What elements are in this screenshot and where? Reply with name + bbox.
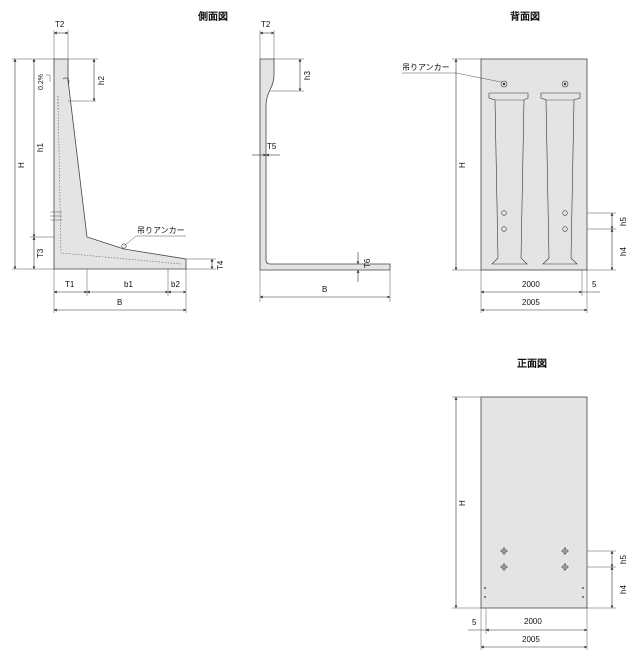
- side-view-title: 側面図: [197, 10, 228, 23]
- dim-T6: T6: [363, 258, 372, 268]
- back-view-body: [480, 58, 588, 271]
- dim-2000-back: 2000: [522, 280, 540, 289]
- dim-T5: T5: [267, 142, 277, 151]
- slope-label: 0.2%: [38, 74, 45, 90]
- top-hook: [62, 77, 70, 85]
- front-view: 正面図 H h5 h4 5: [452, 358, 628, 650]
- dim-B-side: B: [117, 298, 122, 307]
- dim-H: H: [17, 162, 26, 168]
- front-view-title: 正面図: [517, 358, 547, 370]
- back-rib-right: [540, 92, 581, 265]
- back-hole-upper-right: [562, 210, 568, 216]
- dim-T1: T1: [65, 280, 75, 289]
- back-view: 背面図 吊りアンカー H h5 h4: [402, 10, 628, 313]
- front-hole-lower-left: [500, 563, 508, 571]
- dim-5-back: 5: [592, 280, 597, 289]
- dim-b2: b2: [171, 280, 180, 289]
- dim-H-front: H: [458, 500, 467, 506]
- front-hole-upper-left: [500, 547, 508, 555]
- back-hole-upper-left: [501, 210, 507, 216]
- side-view-body: [53, 58, 187, 270]
- front-hole-upper-right: [561, 547, 569, 555]
- dim-h5-back: h5: [619, 217, 628, 226]
- dim-2000-front: 2000: [524, 617, 542, 626]
- back-rib-left: [488, 92, 529, 265]
- section-view: T2 h3 T5 T6 B: [252, 20, 391, 302]
- back-hole-lower-right: [562, 226, 568, 232]
- side-anchor-label: 吊りアンカー: [137, 226, 185, 235]
- dim-h2: h2: [97, 76, 106, 85]
- dim-H-back: H: [458, 162, 467, 168]
- back-view-title: 背面図: [510, 10, 540, 23]
- side-view: 側面図 T2 H h1 T3 0.2% h2: [12, 10, 228, 313]
- dim-T4: T4: [216, 260, 225, 270]
- dim-B-section: B: [322, 285, 327, 294]
- dim-T2: T2: [55, 20, 65, 29]
- front-view-body: [480, 396, 588, 609]
- back-anchor-left: [500, 80, 508, 88]
- dim-T3: T3: [36, 248, 45, 258]
- front-hole-lower-right: [561, 563, 569, 571]
- dim-T2-section: T2: [261, 20, 271, 29]
- dim-b1: b1: [124, 280, 133, 289]
- dim-5-front: 5: [472, 618, 477, 627]
- section-view-body: [259, 58, 391, 271]
- dim-h4-front: h4: [619, 585, 628, 594]
- back-hole-lower-left: [501, 226, 507, 232]
- dim-h4-back: h4: [619, 247, 628, 256]
- back-anchor-right: [561, 80, 569, 88]
- dim-h5-front: h5: [619, 555, 628, 564]
- dim-h3: h3: [303, 71, 312, 80]
- anchor-hole: [121, 243, 127, 249]
- dim-h1: h1: [36, 143, 45, 152]
- back-anchor-label: 吊りアンカー: [402, 63, 450, 72]
- dim-2005-front: 2005: [522, 635, 540, 644]
- dim-2005-back: 2005: [522, 298, 540, 307]
